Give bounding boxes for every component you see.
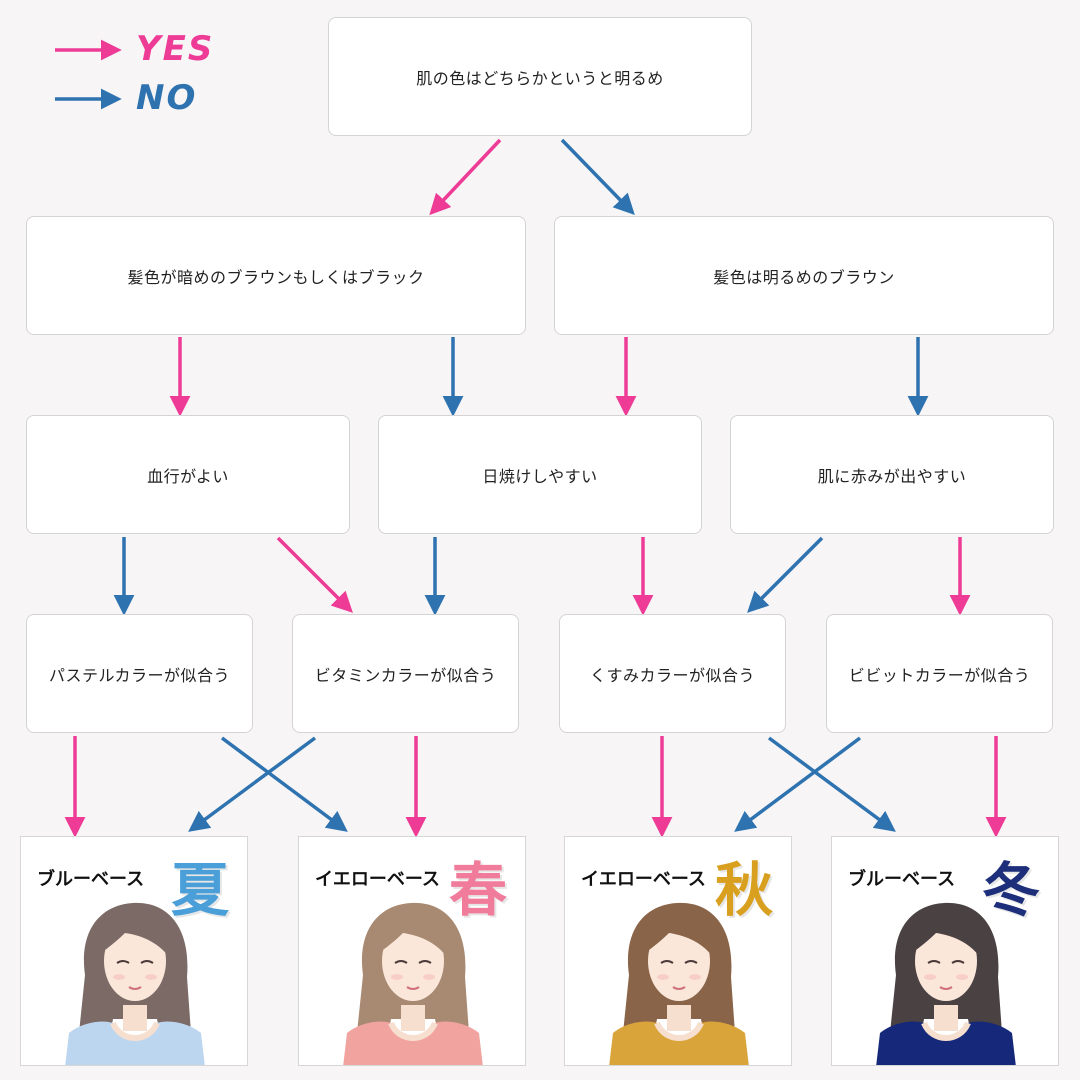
result-autumn: イエローベース秋 xyxy=(564,836,792,1066)
no-arrow xyxy=(188,736,317,832)
result-base-label: ブルーベース xyxy=(848,869,956,890)
node-label: パステルカラーが似合う xyxy=(48,665,231,685)
result-winter: ブルーベース 冬 xyxy=(831,836,1059,1066)
question-good-circulation: 血行がよい xyxy=(26,415,350,534)
right-eye xyxy=(140,960,154,964)
legend-yes-label: YES xyxy=(136,29,215,69)
no-arrow xyxy=(747,536,824,613)
node-pastel-colors: パステルカラーが似合う xyxy=(26,614,253,733)
neckline xyxy=(110,1021,160,1041)
hair-bangs xyxy=(101,914,170,957)
season-character: 秋 xyxy=(714,855,774,925)
neckline xyxy=(654,1021,704,1041)
yes-arrow xyxy=(276,536,353,613)
question-redness: 肌に赤みが出やすい xyxy=(730,415,1054,534)
question-skin-brightness: 肌の色はどちらかというと明るめ xyxy=(328,17,752,136)
node-label: くすみカラーが似合う xyxy=(589,665,755,685)
woman-illustration xyxy=(65,902,205,1065)
mouth xyxy=(406,986,420,990)
right-eye xyxy=(418,960,432,964)
mouth xyxy=(939,986,953,990)
left-eye xyxy=(660,960,674,964)
woman-illustration xyxy=(343,902,483,1065)
result-base-label: イエローベース xyxy=(315,869,440,890)
mouth xyxy=(128,986,142,990)
result-base-label: ブルーベース xyxy=(37,869,145,890)
season-character: 夏 xyxy=(170,855,230,925)
question-label: 血行がよい xyxy=(147,466,229,486)
result-summer: ブルーベース 夏 xyxy=(20,836,248,1066)
left-cheek xyxy=(924,974,936,980)
neck xyxy=(667,1005,691,1031)
question-light-brown-hair: 髪色は明るめのブラウン xyxy=(554,216,1054,335)
no-arrow xyxy=(734,736,862,832)
top xyxy=(609,1021,749,1065)
no-arrow xyxy=(767,736,896,832)
node-dull-colors: くすみカラーが似合う xyxy=(559,614,786,733)
neckline xyxy=(388,1021,438,1041)
yes-arrow xyxy=(429,138,502,216)
question-label: 髪色が暗めのブラウンもしくはブラック xyxy=(127,267,425,287)
no-arrow xyxy=(560,138,635,216)
top xyxy=(876,1021,1016,1065)
left-cheek xyxy=(657,974,669,980)
right-cheek xyxy=(423,974,435,980)
node-vivid-colors: ビビットカラーが似合う xyxy=(826,614,1053,733)
mouth xyxy=(672,986,686,990)
node-label: ビタミンカラーが似合う xyxy=(314,665,497,685)
right-cheek xyxy=(145,974,157,980)
hair-bangs xyxy=(912,914,981,957)
top xyxy=(343,1021,483,1065)
result-spring: イエローベース春 xyxy=(298,836,526,1066)
right-cheek xyxy=(689,974,701,980)
question-label: 髪色は明るめのブラウン xyxy=(713,267,895,287)
left-cheek xyxy=(391,974,403,980)
top xyxy=(65,1021,205,1065)
right-eye xyxy=(951,960,965,964)
right-eye xyxy=(684,960,698,964)
left-eye xyxy=(394,960,408,964)
neckline xyxy=(921,1021,971,1041)
neck xyxy=(123,1005,147,1031)
question-label: 肌に赤みが出やすい xyxy=(817,466,967,486)
right-cheek xyxy=(956,974,968,980)
left-eye xyxy=(116,960,130,964)
left-eye xyxy=(927,960,941,964)
node-label: ビビットカラーが似合う xyxy=(848,665,1031,685)
node-vitamin-colors: ビタミンカラーが似合う xyxy=(292,614,519,733)
hair-bangs xyxy=(379,914,448,957)
woman-illustration xyxy=(876,902,1016,1065)
result-base-label: イエローベース xyxy=(581,869,706,890)
neck xyxy=(934,1005,958,1031)
question-tans-easily: 日焼けしやすい xyxy=(378,415,702,534)
question-dark-hair: 髪色が暗めのブラウンもしくはブラック xyxy=(26,216,526,335)
legend-no-label: NO xyxy=(136,78,198,118)
question-label: 肌の色はどちらかというと明るめ xyxy=(416,68,664,88)
season-character: 春 xyxy=(448,855,508,925)
left-cheek xyxy=(113,974,125,980)
hair-bangs xyxy=(645,914,714,957)
neck xyxy=(401,1005,425,1031)
season-character: 冬 xyxy=(981,855,1041,925)
no-arrow xyxy=(220,736,348,832)
question-label: 日焼けしやすい xyxy=(482,466,598,486)
woman-illustration xyxy=(609,902,749,1065)
